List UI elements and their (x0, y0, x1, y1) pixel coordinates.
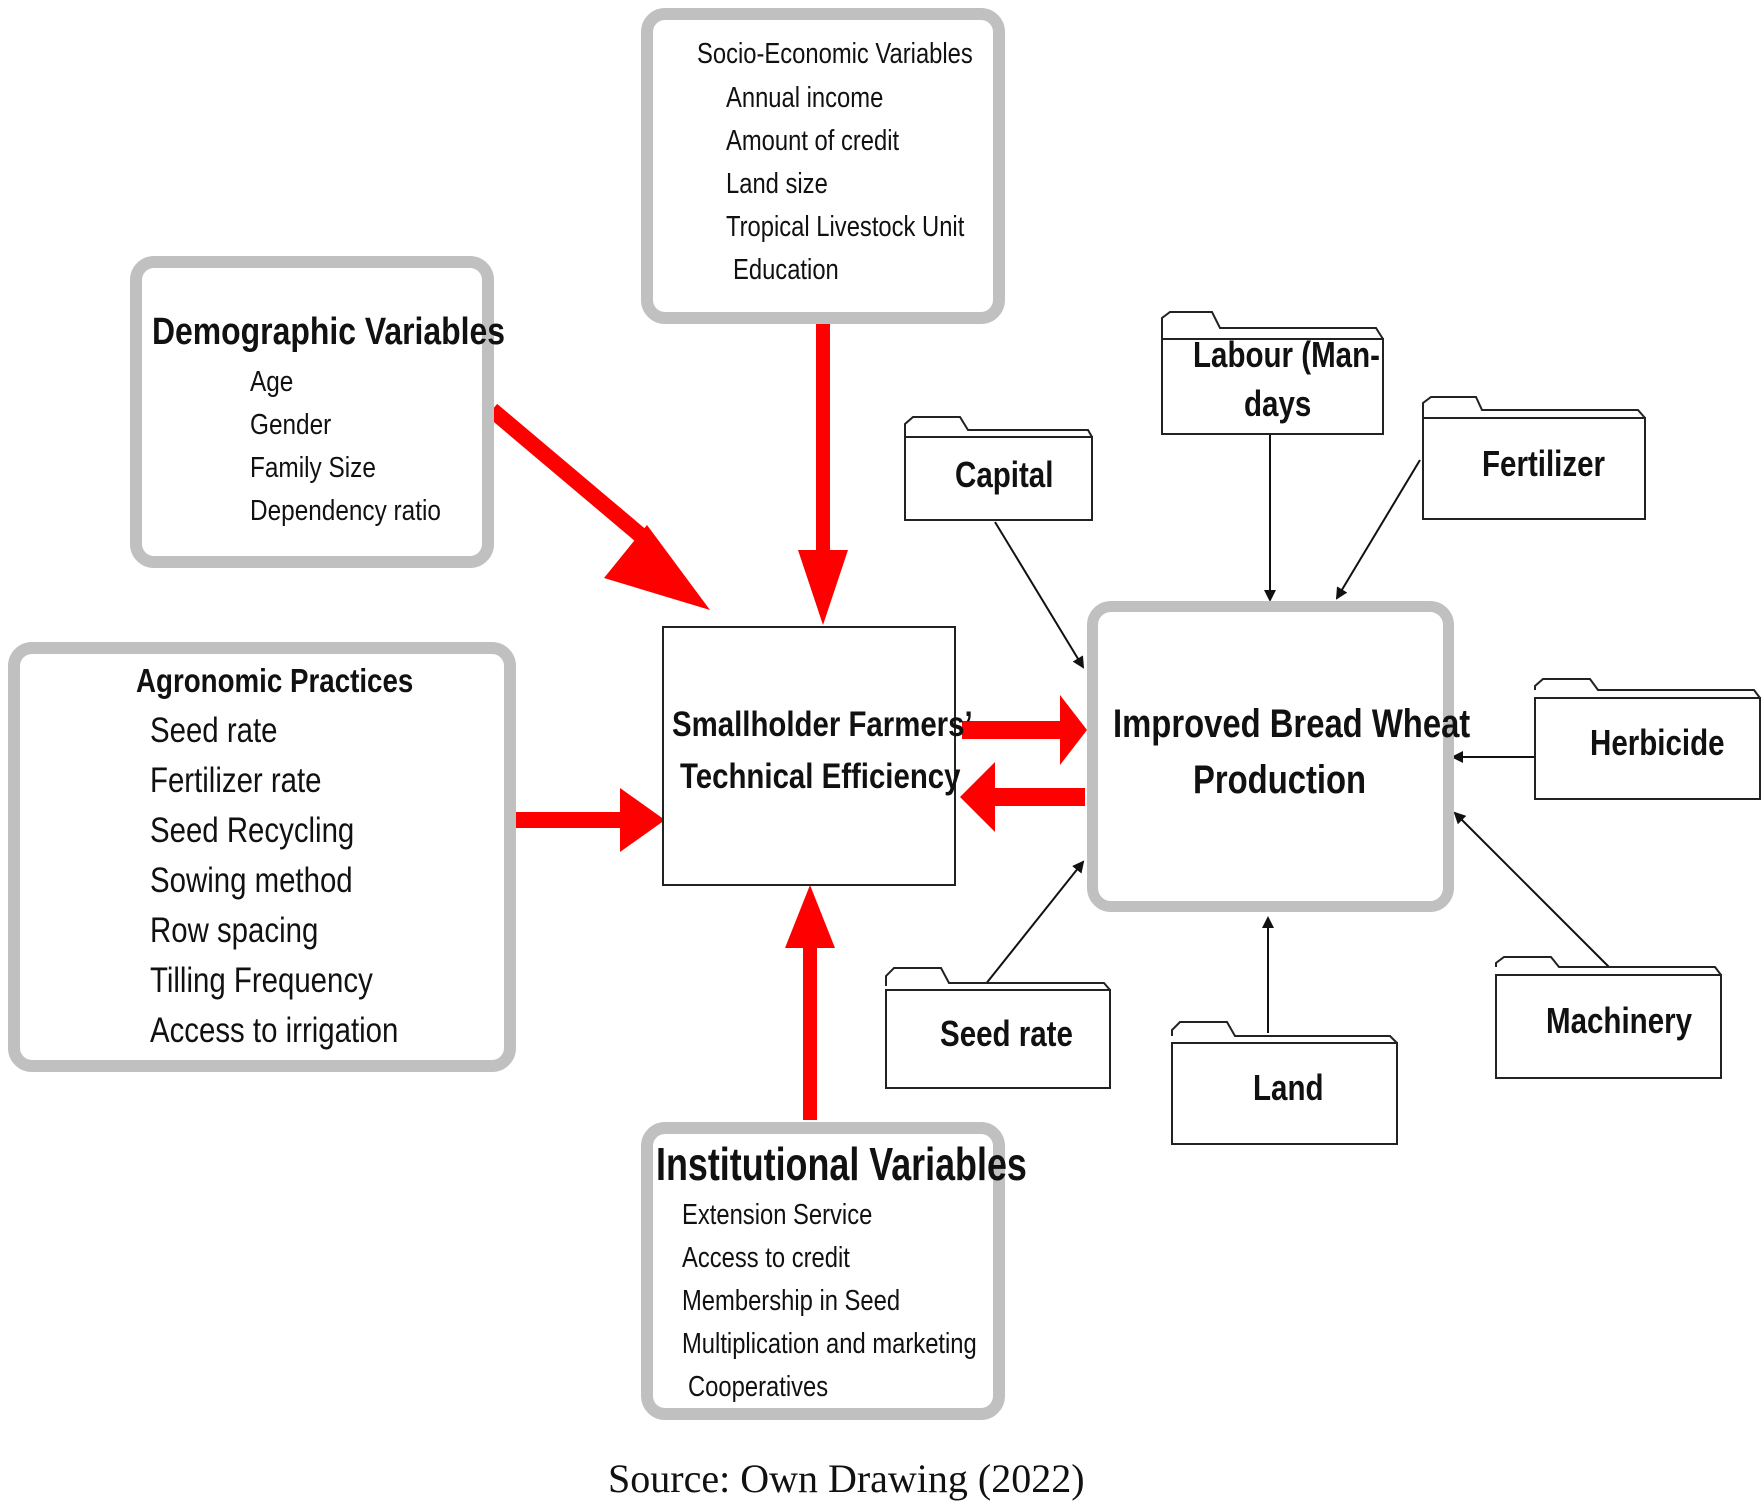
agronomic-title: Agronomic Practices (136, 662, 414, 699)
agronomic-item: Access to irrigation (150, 1011, 399, 1050)
labour-label-line1: Labour (Man- (1193, 334, 1380, 375)
capital-arrow (994, 521, 1085, 669)
institutional-box (641, 1122, 1005, 1420)
herbicide-label: Herbicide (1590, 722, 1725, 763)
institutional-title: Institutional Variables (656, 1138, 1027, 1190)
machinery-arrow (1453, 811, 1613, 971)
labour-box (1161, 338, 1384, 435)
technical-efficiency-line2: Technical Efficiency (680, 757, 961, 796)
institutional-item: Extension Service (682, 1199, 873, 1231)
institutional-item: Access to credit (682, 1242, 850, 1274)
institutional-arrow (785, 885, 835, 1120)
seed-rate-label: Seed rate (940, 1013, 1073, 1054)
fertilizer-arrow (1335, 459, 1421, 600)
demographic-box (130, 256, 494, 568)
socio-economic-arrow (798, 315, 848, 625)
agronomic-arrow (516, 788, 665, 852)
bread-wheat-production-box (1087, 601, 1454, 912)
capital-label: Capital (955, 454, 1054, 495)
technical-efficiency-line1: Smallholder Farmers’ (672, 705, 973, 744)
source-caption: Source: Own Drawing (2022) (608, 1456, 1085, 1501)
socio-economic-box (641, 8, 1005, 324)
labour-label-line2: days (1244, 383, 1312, 424)
fertilizer-box (1422, 417, 1646, 520)
technical-efficiency-box (662, 626, 956, 886)
agronomic-item: Tilling Frequency (150, 961, 373, 1000)
demographic-arrow (486, 403, 710, 610)
socio-economic-item: Land size (726, 168, 828, 200)
agronomic-box (8, 642, 516, 1072)
agronomic-item: Row spacing (150, 911, 319, 950)
socio-economic-item: Annual income (726, 82, 884, 114)
herbicide-box (1534, 697, 1761, 800)
demographic-item: Gender (250, 409, 332, 441)
agronomic-item: Seed rate (150, 711, 278, 750)
demographic-item: Dependency ratio (250, 495, 441, 527)
fertilizer-label: Fertilizer (1482, 443, 1606, 484)
agronomic-item: Sowing method (150, 861, 353, 900)
land-box (1171, 1042, 1398, 1145)
seed-rate-arrow (984, 860, 1085, 986)
agronomic-item: Seed Recycling (150, 811, 355, 850)
capital-box (904, 436, 1093, 521)
demographic-title: Demographic Variables (152, 311, 506, 353)
institutional-item: Membership in Seed (682, 1285, 901, 1317)
machinery-label: Machinery (1546, 1000, 1693, 1041)
production-to-efficiency-arrow (960, 762, 1085, 832)
land-label: Land (1253, 1067, 1324, 1108)
socio-economic-item: Education (733, 254, 839, 286)
institutional-item: Cooperatives (688, 1371, 829, 1403)
socio-economic-title: Socio-Economic Variables (697, 38, 973, 70)
socio-economic-item: Tropical Livestock Unit (726, 211, 965, 243)
institutional-item: Multiplication and marketing (682, 1328, 977, 1360)
production-line2: Production (1193, 758, 1367, 802)
seed-rate-box (885, 989, 1111, 1089)
production-line1: Improved Bread Wheat (1113, 702, 1471, 746)
folder-tabs (885, 311, 1761, 1044)
demographic-item: Age (250, 366, 294, 398)
demographic-item: Family Size (250, 452, 376, 484)
machinery-box (1495, 974, 1722, 1079)
agronomic-item: Fertilizer rate (150, 761, 322, 800)
socio-economic-item: Amount of credit (726, 125, 900, 157)
efficiency-to-production-arrow (962, 695, 1087, 765)
